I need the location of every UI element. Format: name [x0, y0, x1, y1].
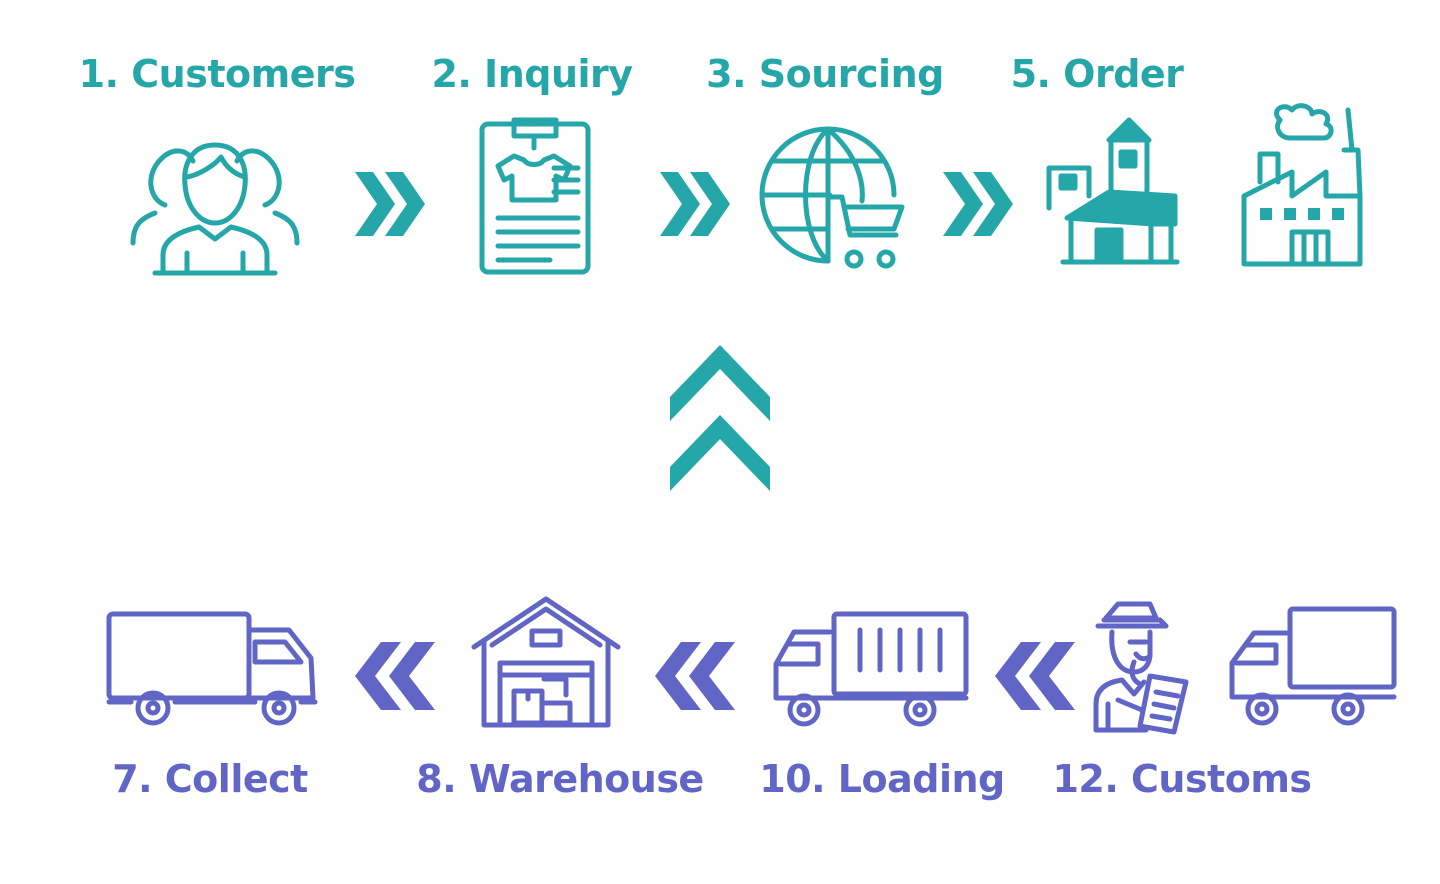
double-chevron-left-icon: [995, 642, 1075, 710]
double-chevron-right-icon: [355, 172, 425, 236]
box-truck-icon: [106, 611, 318, 726]
double-chevron-right-icon: [943, 172, 1013, 236]
step-label-warehouse: 8. Warehouse: [416, 757, 704, 801]
double-chevron-up-icon: [670, 345, 770, 491]
step-label-loading: 10. Loading: [759, 757, 1005, 801]
globe-cart-icon: [759, 126, 905, 269]
double-chevron-left-icon: [355, 642, 435, 710]
container-truck-icon: [773, 611, 969, 727]
buildings-icon: [1046, 117, 1180, 265]
step-label-sourcing: 3. Sourcing: [706, 52, 944, 96]
step-label-order: 5. Order: [1010, 52, 1184, 96]
step-label-inquiry: 2. Inquiry: [431, 52, 633, 96]
people-group-icon: [130, 142, 300, 276]
double-chevron-left-icon: [655, 642, 735, 710]
step-label-customs: 12. Customs: [1052, 757, 1312, 801]
factory-icon: [1241, 103, 1363, 267]
delivery-truck-icon: [1229, 606, 1397, 726]
customs-officer-icon: [1093, 601, 1189, 735]
step-label-customers: 1. Customers: [78, 52, 356, 96]
warehouse-icon: [471, 596, 621, 728]
step-label-collect: 7. Collect: [112, 757, 308, 801]
double-chevron-right-icon: [660, 172, 730, 236]
clipboard-shirt-icon: [479, 117, 591, 275]
